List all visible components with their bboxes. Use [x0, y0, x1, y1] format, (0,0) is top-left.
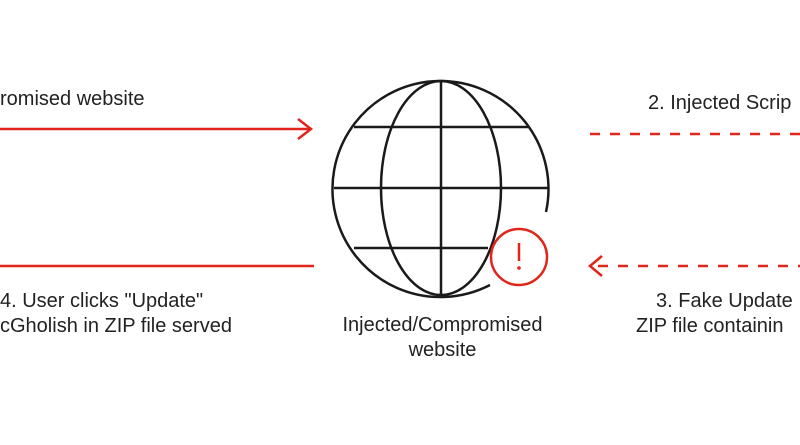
step4-label-line1: 4. User clicks "Update": [0, 290, 204, 312]
alert-circle-icon: [489, 227, 549, 287]
globe-icon: [331, 79, 550, 299]
step3-label-line1: 3. Fake Update: [656, 290, 793, 312]
step2-label: 2. Injected Scrip: [648, 92, 792, 114]
center-label-line1: Injected/Compromised: [342, 314, 543, 336]
arrow-step1: [0, 118, 314, 140]
center-label-line2: website: [408, 339, 477, 361]
step1-label: romised website: [0, 88, 145, 110]
step3-label-line2: ZIP file containin: [636, 315, 784, 337]
arrow-step3: [588, 255, 800, 277]
step4-label-line2: cGholish in ZIP file served: [0, 315, 232, 337]
